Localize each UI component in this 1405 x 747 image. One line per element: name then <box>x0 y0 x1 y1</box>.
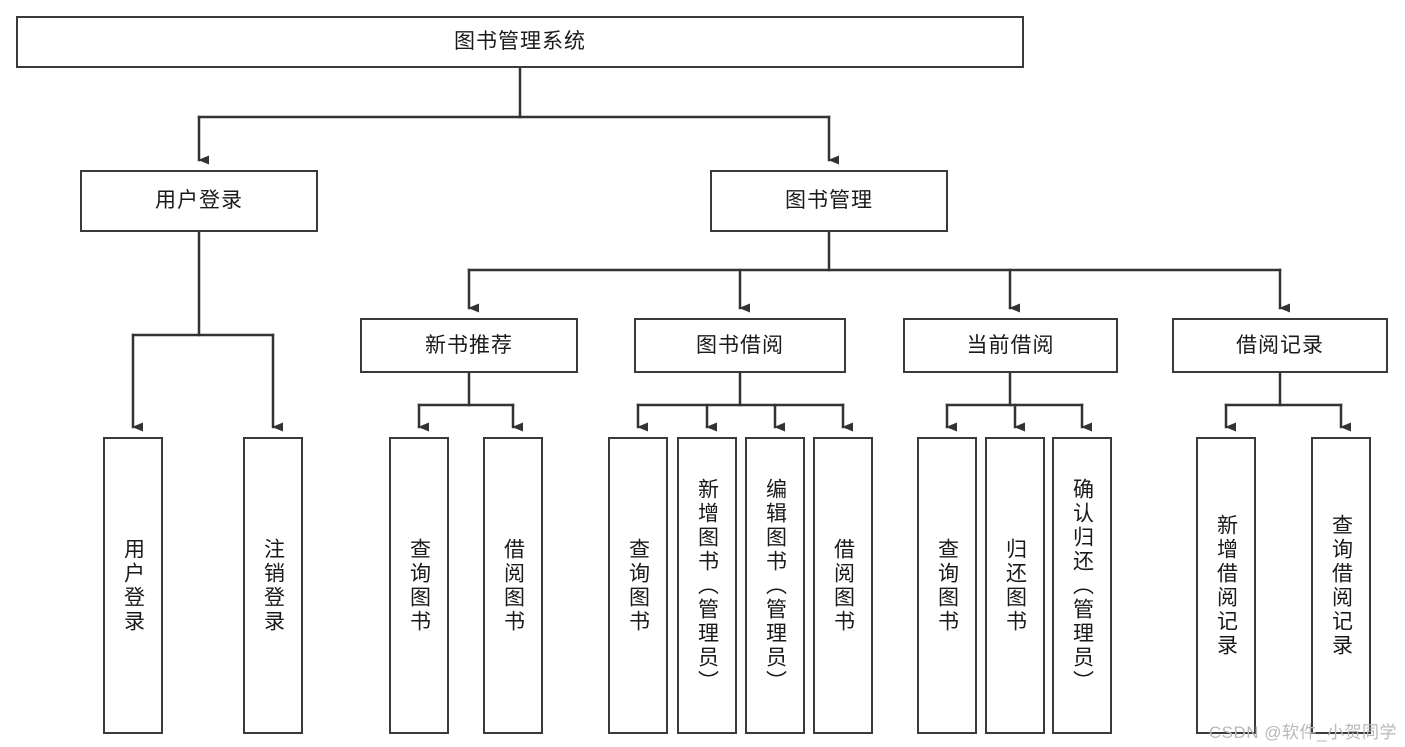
node-leaf-user-logout[interactable]: 注销登录 <box>243 437 303 734</box>
node-leaf-return-book[interactable]: 归还图书 <box>985 437 1045 734</box>
node-leaf-borrow-book-recommend[interactable]: 借阅图书 <box>483 437 543 734</box>
node-leaf-query-book-current[interactable]: 查询图书 <box>917 437 977 734</box>
node-leaf-query-borrow-record[interactable]: 查询借阅记录 <box>1311 437 1371 734</box>
node-leaf-query-book-recommend-label: 查询图书 <box>407 537 431 634</box>
node-current-borrow-label: 当前借阅 <box>966 333 1055 357</box>
node-user-login[interactable]: 用户登录 <box>80 170 318 232</box>
node-leaf-add-book[interactable]: 新增图书（管理员） <box>677 437 737 734</box>
node-new-book-recommend-label: 新书推荐 <box>425 333 513 357</box>
node-leaf-add-book-label: 新增图书（管理员） <box>695 477 719 694</box>
node-root-label: 图书管理系统 <box>454 30 586 54</box>
node-leaf-confirm-return[interactable]: 确认归还（管理员） <box>1052 437 1112 734</box>
node-leaf-edit-book-label: 编辑图书（管理员） <box>763 477 787 694</box>
node-leaf-query-book-recommend[interactable]: 查询图书 <box>389 437 449 734</box>
node-book-management[interactable]: 图书管理 <box>710 170 948 232</box>
watermark-text: CSDN @软件_小贺同学 <box>1208 723 1397 742</box>
node-book-borrow[interactable]: 图书借阅 <box>634 318 846 373</box>
node-root[interactable]: 图书管理系统 <box>16 16 1024 68</box>
node-borrow-record-label: 借阅记录 <box>1236 333 1324 357</box>
node-leaf-query-book-borrow[interactable]: 查询图书 <box>608 437 668 734</box>
node-leaf-query-borrow-record-label: 查询借阅记录 <box>1329 513 1353 658</box>
node-new-book-recommend[interactable]: 新书推荐 <box>360 318 578 373</box>
node-leaf-borrow-book[interactable]: 借阅图书 <box>813 437 873 734</box>
node-leaf-confirm-return-label: 确认归还（管理员） <box>1070 477 1094 694</box>
node-current-borrow[interactable]: 当前借阅 <box>903 318 1118 373</box>
node-book-management-label: 图书管理 <box>785 189 873 213</box>
node-leaf-borrow-book-recommend-label: 借阅图书 <box>501 537 525 634</box>
node-user-login-label: 用户登录 <box>155 189 243 213</box>
node-leaf-add-borrow-record[interactable]: 新增借阅记录 <box>1196 437 1256 734</box>
node-leaf-edit-book[interactable]: 编辑图书（管理员） <box>745 437 805 734</box>
node-leaf-query-book-borrow-label: 查询图书 <box>626 537 650 634</box>
node-book-borrow-label: 图书借阅 <box>696 333 784 357</box>
node-borrow-record[interactable]: 借阅记录 <box>1172 318 1388 373</box>
node-leaf-borrow-book-label: 借阅图书 <box>831 537 855 634</box>
node-leaf-user-login-label: 用户登录 <box>121 537 145 634</box>
node-leaf-add-borrow-record-label: 新增借阅记录 <box>1214 513 1238 658</box>
node-leaf-user-login[interactable]: 用户登录 <box>103 437 163 734</box>
node-leaf-user-logout-label: 注销登录 <box>261 537 285 634</box>
node-leaf-query-book-current-label: 查询图书 <box>935 537 959 634</box>
node-leaf-return-book-label: 归还图书 <box>1003 537 1027 634</box>
